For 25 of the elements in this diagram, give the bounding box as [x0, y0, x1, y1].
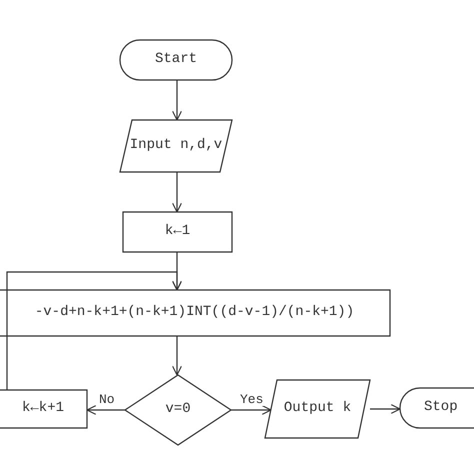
node-label: k←1: [164, 224, 190, 240]
arrow: [172, 172, 182, 213]
process-box: [0, 389, 88, 429]
terminal-shape: [119, 39, 233, 81]
edge-label: No: [98, 393, 116, 406]
node-label: Start: [154, 52, 197, 68]
process-box: [122, 211, 233, 253]
arrow: [86, 404, 125, 416]
decision-diamond: [124, 374, 232, 446]
edge-label: Yes: [239, 393, 264, 406]
arrow: [6, 271, 182, 390]
process-box: [0, 289, 391, 337]
arrow: [172, 80, 182, 121]
io-parallelogram: [264, 379, 371, 439]
arrow: [172, 336, 182, 376]
node-label: Input n,d,v: [130, 138, 222, 154]
io-parallelogram: [119, 119, 233, 173]
arrow: [231, 404, 272, 416]
node-label: -v-d+n-k+1+(n-k+1)INT((d-v-1)/(n-k+1)): [34, 305, 354, 321]
node-label: Stop: [424, 400, 458, 416]
node-label: v=0: [165, 402, 191, 418]
node-label: Output k: [284, 401, 352, 417]
node-label: k←k+1: [22, 401, 64, 417]
terminal-shape: [399, 387, 474, 429]
arrow: [370, 404, 401, 414]
